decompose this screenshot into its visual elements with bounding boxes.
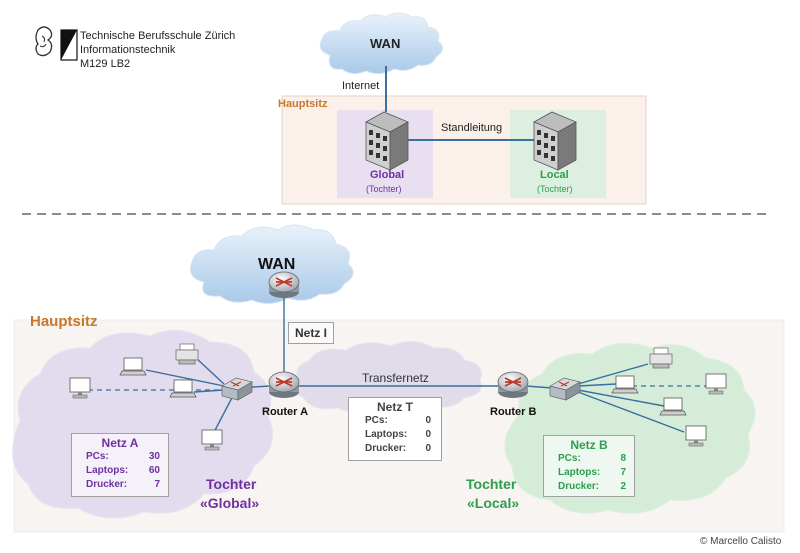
pc-icon [705, 373, 727, 395]
netz-t-title: Netz T [377, 400, 413, 414]
pc-icon [69, 377, 91, 399]
netz-t-row: PCs: 0 [365, 414, 431, 428]
switch-icon [221, 377, 253, 401]
netz-t-label: Drucker: [365, 443, 407, 454]
netz-b-label: Laptops: [558, 467, 601, 478]
pc-icon [201, 429, 223, 451]
overview-global-label: Global [370, 169, 405, 181]
netz-t-label: PCs: [365, 415, 388, 426]
netz-a-row: Drucker: 7 [86, 478, 160, 492]
netz-i-label: Netz I [294, 326, 327, 340]
netz-b-label: Drucker: [558, 481, 600, 492]
netz-b-value: 7 [620, 467, 626, 478]
netz-b-row: PCs: 8 [558, 452, 626, 466]
netz-t-value: 0 [425, 415, 431, 426]
laptop-icon [659, 397, 687, 416]
netz-t-label: Laptops: [365, 429, 408, 440]
overview-local-sub: (Tochter) [537, 184, 573, 194]
netz-t-box: Netz T PCs: 0 Laptops: 0 Drucker: 0 [348, 397, 442, 461]
netz-b-title: Netz B [570, 438, 608, 452]
wan-cloud [190, 224, 354, 304]
laptop-icon [169, 379, 197, 398]
netz-i-box: Netz I [288, 322, 334, 344]
netz-t-row: Laptops: 0 [365, 428, 431, 442]
building-icon [533, 111, 577, 171]
standleitung-label: Standleitung [441, 122, 503, 134]
netz-a-row: Laptops: 60 [86, 464, 160, 478]
netz-a-value: 30 [148, 451, 160, 462]
overview-global-sub: (Tochter) [366, 184, 402, 194]
tochter-global-label: Tochter [206, 476, 257, 492]
netz-a-label: Drucker: [86, 479, 128, 490]
netz-b-value: 8 [620, 453, 626, 464]
netz-a-label: PCs: [86, 451, 109, 462]
netz-t-row: Drucker: 0 [365, 442, 431, 456]
transfer-cloud [295, 341, 482, 414]
transfernetz-label: Transfernetz [362, 371, 429, 385]
laptop-icon [119, 357, 147, 376]
hauptsitz-label: Hauptsitz [30, 313, 98, 330]
router-a-icon [268, 371, 300, 398]
department-name: Informationstechnik [80, 44, 176, 56]
router-a-label: Router A [262, 406, 309, 418]
printer-icon [649, 347, 673, 369]
netz-a-value: 7 [154, 479, 160, 490]
wan-label: WAN [258, 256, 296, 273]
netz-a-label: Laptops: [86, 465, 129, 476]
copyright: © Marcello Calisto [700, 536, 782, 547]
school-name: Technische Berufsschule Zürich [80, 30, 236, 42]
pc-icon [685, 425, 707, 447]
module-code: M129 LB2 [80, 58, 131, 70]
netz-t-value: 0 [425, 429, 431, 440]
overview-wan-label: WAN [370, 36, 401, 51]
tochter-local-label: Tochter [466, 476, 517, 492]
printer-icon [175, 343, 199, 365]
laptop-icon [611, 375, 639, 394]
netz-b-value: 2 [620, 481, 626, 492]
netz-a-value: 60 [148, 465, 160, 476]
overview-local-label: Local [540, 169, 569, 181]
router-b-label: Router B [490, 406, 537, 418]
tochter-global-name: «Global» [200, 495, 260, 511]
netz-t-value: 0 [425, 443, 431, 454]
router-icon [268, 271, 300, 298]
netz-b-label: PCs: [558, 453, 581, 464]
netz-a-title: Netz A [101, 436, 139, 450]
internet-label: Internet [342, 80, 380, 92]
netz-b-row: Drucker: 2 [558, 480, 626, 494]
netz-a-box: Netz A PCs: 30 Laptops: 60 Drucker: 7 [71, 433, 169, 497]
netz-b-box: Netz B PCs: 8 Laptops: 7 Drucker: 2 [543, 435, 635, 497]
wan-cloud-small [319, 12, 443, 75]
zurich-lion-logo [35, 26, 78, 61]
tochter-local-name: «Local» [467, 495, 520, 511]
netz-a-row: PCs: 30 [86, 450, 160, 464]
building-icon [365, 111, 409, 171]
switch-icon [549, 377, 581, 401]
netz-b-row: Laptops: 7 [558, 466, 626, 480]
router-b-icon [497, 371, 529, 398]
overview-hauptsitz-label: Hauptsitz [278, 98, 328, 110]
